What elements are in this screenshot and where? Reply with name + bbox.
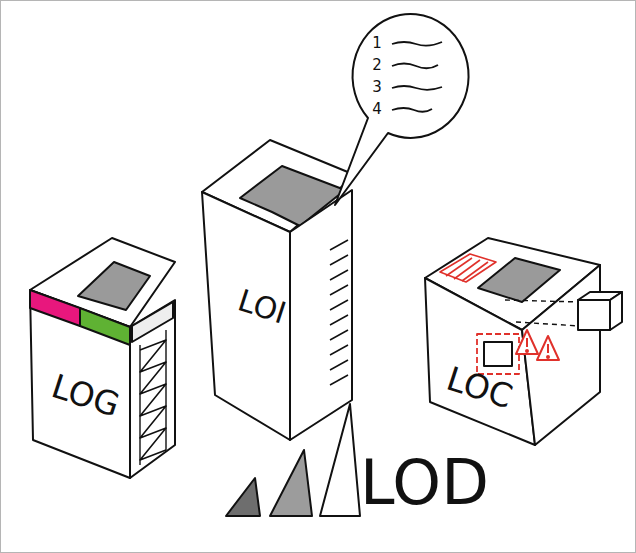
warning-dot [526,350,528,352]
squiggle-line [392,86,442,90]
warning-mark [547,344,549,353]
bubble-lines [392,42,442,112]
side-face [290,190,352,440]
ladder-line [330,270,348,280]
warning-triangle [516,330,538,354]
lod-bars [226,404,360,516]
front-face [425,278,535,445]
list-number: 2 [372,54,382,76]
level-bar [226,478,260,516]
lod-label: LOD [360,446,489,519]
list-number: 4 [372,98,382,120]
level-bar [320,404,360,516]
opening-box [484,342,512,366]
squiggle-line [392,42,442,46]
front-face [30,290,130,478]
ladder-lines [330,240,348,385]
ladder-line [330,330,348,340]
ladder-line [330,315,348,325]
truss-edge [165,330,166,450]
squiggle-line [392,108,432,112]
ladder-line [330,300,348,310]
notch-face [478,258,560,302]
front-face [202,192,290,440]
dashed-line [505,300,580,302]
window-side [610,292,622,330]
ladder-line [330,345,348,355]
warning-mark [526,338,528,347]
warning-triangle [537,336,559,360]
window-box [578,300,610,330]
ladder-line [330,375,348,385]
ladder-line [330,360,348,370]
list-number: 1 [372,32,382,54]
hatch-line [446,258,472,276]
hatch-line [462,262,488,281]
ladder-line [330,255,348,265]
notch-face [78,262,150,310]
level-code: LOC [442,359,517,418]
speech-bubble-box: 1234 [366,30,388,122]
hatch-line [454,260,480,279]
warning-dot [547,356,549,358]
level-code: LOI [234,282,291,331]
side-face [130,300,175,478]
truss-pattern [140,340,166,460]
insulation-top [132,302,173,342]
dashed-line [516,322,580,326]
list-number: 3 [372,76,382,98]
loc-block [425,238,622,445]
hatching [446,258,488,281]
level-code: LOG [47,366,125,425]
level-bar [270,450,312,516]
green-layer [80,308,130,345]
dashed-lines [505,300,580,326]
squiggle-line [392,64,438,69]
log-block [30,238,175,478]
hatched-zone [440,254,496,282]
ladder-line [330,285,348,295]
ladder-line [330,240,348,250]
speech-bubble [335,14,469,205]
truss-edge [139,345,140,465]
pink-layer [30,290,80,326]
